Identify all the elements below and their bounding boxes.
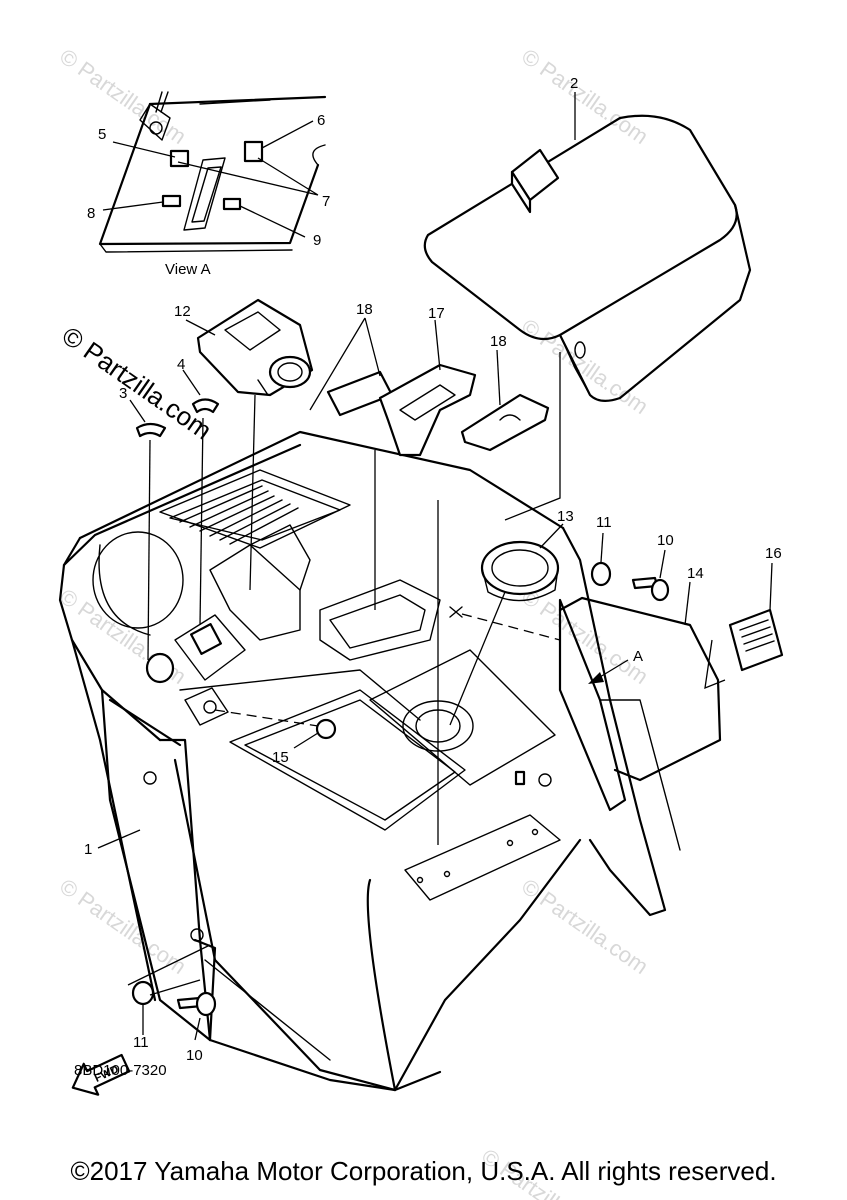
view-a-label: View A <box>165 261 211 278</box>
part-11-nut-lower <box>131 980 155 1006</box>
parts-17-18 <box>326 363 550 457</box>
part-13-grommet <box>480 540 560 602</box>
catalog-number: 8BD100-7320 <box>74 1062 167 1079</box>
arrow-a-label: A <box>633 648 643 665</box>
callout-4: 4 <box>177 356 185 373</box>
part-18-right <box>460 393 550 452</box>
callout-16: 16 <box>765 545 782 562</box>
watermark-faint: © Partzilla.com <box>55 874 191 980</box>
watermark-prominent: © Partzilla.com <box>57 320 218 445</box>
part-11-nut-upper <box>590 561 612 587</box>
callout-10-upper: 10 <box>657 532 674 549</box>
callout-11-lower: 11 <box>133 1034 149 1051</box>
part-15-plug <box>315 718 337 740</box>
label-8 <box>161 194 182 208</box>
part-14-panel <box>558 596 722 782</box>
part-4-label <box>191 398 220 414</box>
callout-8: 8 <box>87 205 95 222</box>
callout-7: 7 <box>322 193 330 210</box>
front-console-body <box>58 430 681 1092</box>
callout-2: 2 <box>570 75 578 92</box>
callout-5: 5 <box>98 126 106 143</box>
watermark-faint: © Partzilla.com <box>517 874 653 980</box>
callout-17: 17 <box>428 305 445 322</box>
view-a-inset: View A <box>98 91 327 278</box>
part-17-bracket <box>378 363 477 457</box>
callout-18-right: 18 <box>490 333 507 350</box>
callout-11-upper: 11 <box>596 514 612 531</box>
callout-18-left: 18 <box>356 301 373 318</box>
callout-15: 15 <box>272 749 289 766</box>
part-18-left <box>326 370 394 417</box>
leader-lines <box>97 92 773 1041</box>
part-16-label <box>728 608 784 672</box>
copyright-notice: ©2017 Yamaha Motor Corporation, U.S.A. A… <box>70 1156 777 1186</box>
label-9 <box>222 197 242 211</box>
callout-12: 12 <box>174 303 191 320</box>
part-10-bolt-lower <box>176 991 217 1017</box>
callout-3: 3 <box>119 385 127 402</box>
callout-14: 14 <box>687 565 704 582</box>
callout-1: 1 <box>84 841 92 858</box>
watermark-faint: © Partzilla.com <box>55 44 191 150</box>
part-2-lid <box>423 114 752 402</box>
view-a-arrow: A <box>588 648 643 684</box>
callout-9: 9 <box>313 232 321 249</box>
part-3-label <box>135 422 167 438</box>
callout-10-lower: 10 <box>186 1047 203 1064</box>
callout-6: 6 <box>317 112 325 129</box>
watermark-faint: © Partzilla.com <box>517 44 653 150</box>
part-12-cover <box>196 298 314 397</box>
callout-13: 13 <box>557 508 574 525</box>
label-6 <box>243 140 264 163</box>
label-5 <box>169 149 190 168</box>
faint-watermarks: © Partzilla.com © Partzilla.com © Partzi… <box>55 44 653 1200</box>
callout-numbers: 1 2 3 4 5 6 7 8 9 10 10 11 11 12 13 14 1… <box>84 75 782 1064</box>
part-10-bolt-upper <box>631 576 670 602</box>
fwd-arrow: FWD <box>71 1053 131 1096</box>
